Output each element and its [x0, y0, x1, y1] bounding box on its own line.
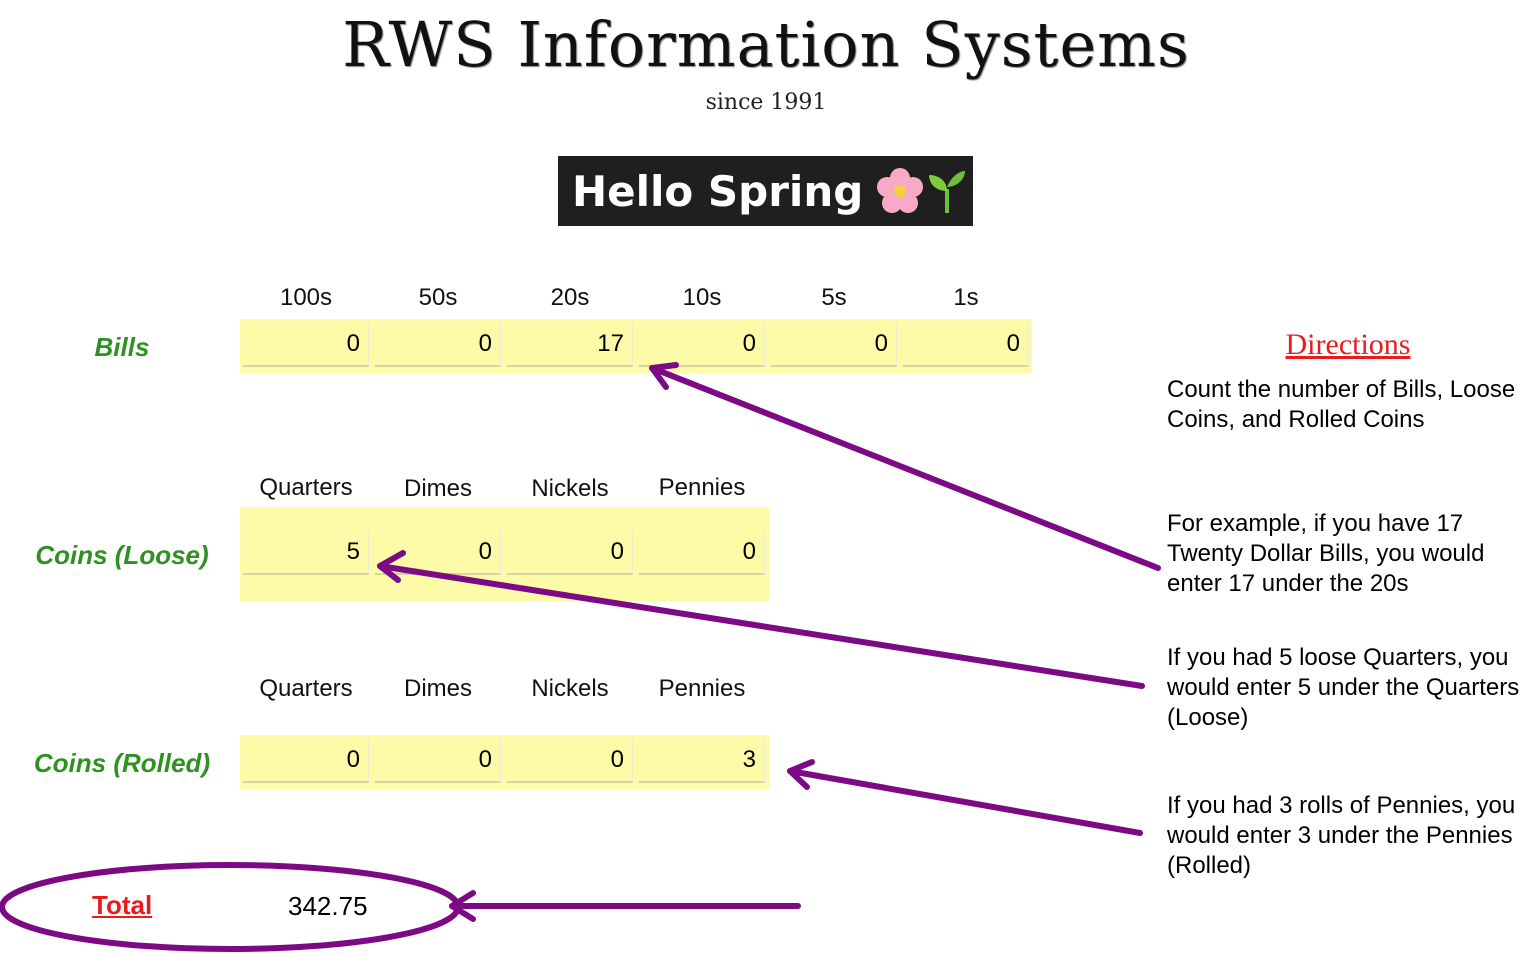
seedling-icon [927, 167, 967, 215]
loose-pennies-input[interactable] [639, 531, 765, 575]
bills-col-1s: 1s [953, 284, 979, 311]
page-title: RWS Information Systems [342, 8, 1190, 81]
directions-title: Directions [1285, 328, 1411, 361]
banner-text: Hello Spring [572, 166, 864, 216]
total-value: 342.75 [288, 891, 368, 921]
rolled-quarters-input[interactable] [243, 739, 369, 783]
total-label: Total [92, 890, 153, 920]
cherry-blossom-icon [877, 168, 924, 214]
bills-input-band [240, 319, 1032, 373]
bills-col-5s: 5s [821, 284, 847, 311]
loose-col-quarters: Quarters [259, 474, 353, 501]
bills-col-10s: 10s [682, 284, 722, 311]
bills-1s-input[interactable] [903, 323, 1029, 367]
rolled-col-nickels: Nickels [531, 675, 609, 702]
bills-col-100s: 100s [279, 284, 333, 311]
directions-step-count: Count the number of Bills, Loose Coins, … [1167, 376, 1516, 433]
bills-5s-input[interactable] [771, 323, 897, 367]
spring-banner: Hello Spring [558, 156, 973, 226]
loose-dimes-input[interactable] [375, 531, 501, 575]
loose-col-pennies: Pennies [658, 474, 746, 501]
rolled-col-quarters: Quarters [259, 675, 353, 702]
directions-example-rolled: If you had 3 rolls of Pennies, you would… [1167, 792, 1516, 879]
bills-row-label: Bills [94, 332, 150, 362]
loose-nickels-input[interactable] [507, 531, 633, 575]
bills-50s-input[interactable] [375, 323, 501, 367]
bills-col-50s: 50s [418, 284, 458, 311]
bills-100s-input[interactable] [243, 323, 369, 367]
rolled-col-dimes: Dimes [403, 675, 472, 702]
rolled-pennies-input[interactable] [639, 739, 765, 783]
rolled-nickels-input[interactable] [507, 739, 633, 783]
loose-col-nickels: Nickels [531, 475, 609, 502]
coins-loose-row-label: Coins (Loose) [35, 540, 209, 570]
loose-col-dimes: Dimes [403, 475, 472, 502]
directions-example-bills: For example, if you have 17 Twenty Dolla… [1167, 510, 1485, 597]
rolled-col-pennies: Pennies [658, 675, 746, 702]
arrow-to-rolled-pennies [787, 759, 1143, 836]
bills-col-20s: 20s [550, 284, 590, 311]
page-subtitle: since 1991 [705, 90, 827, 115]
coins-rolled-row-label: Coins (Rolled) [33, 748, 211, 778]
bills-20s-input[interactable] [507, 323, 633, 367]
directions-example-loose: If you had 5 loose Quarters, you would e… [1167, 644, 1520, 731]
total-highlight-ellipse [0, 862, 461, 952]
arrow-to-total [449, 890, 801, 922]
rolled-dimes-input[interactable] [375, 739, 501, 783]
bills-10s-input[interactable] [639, 323, 765, 367]
loose-quarters-input[interactable] [243, 531, 369, 575]
